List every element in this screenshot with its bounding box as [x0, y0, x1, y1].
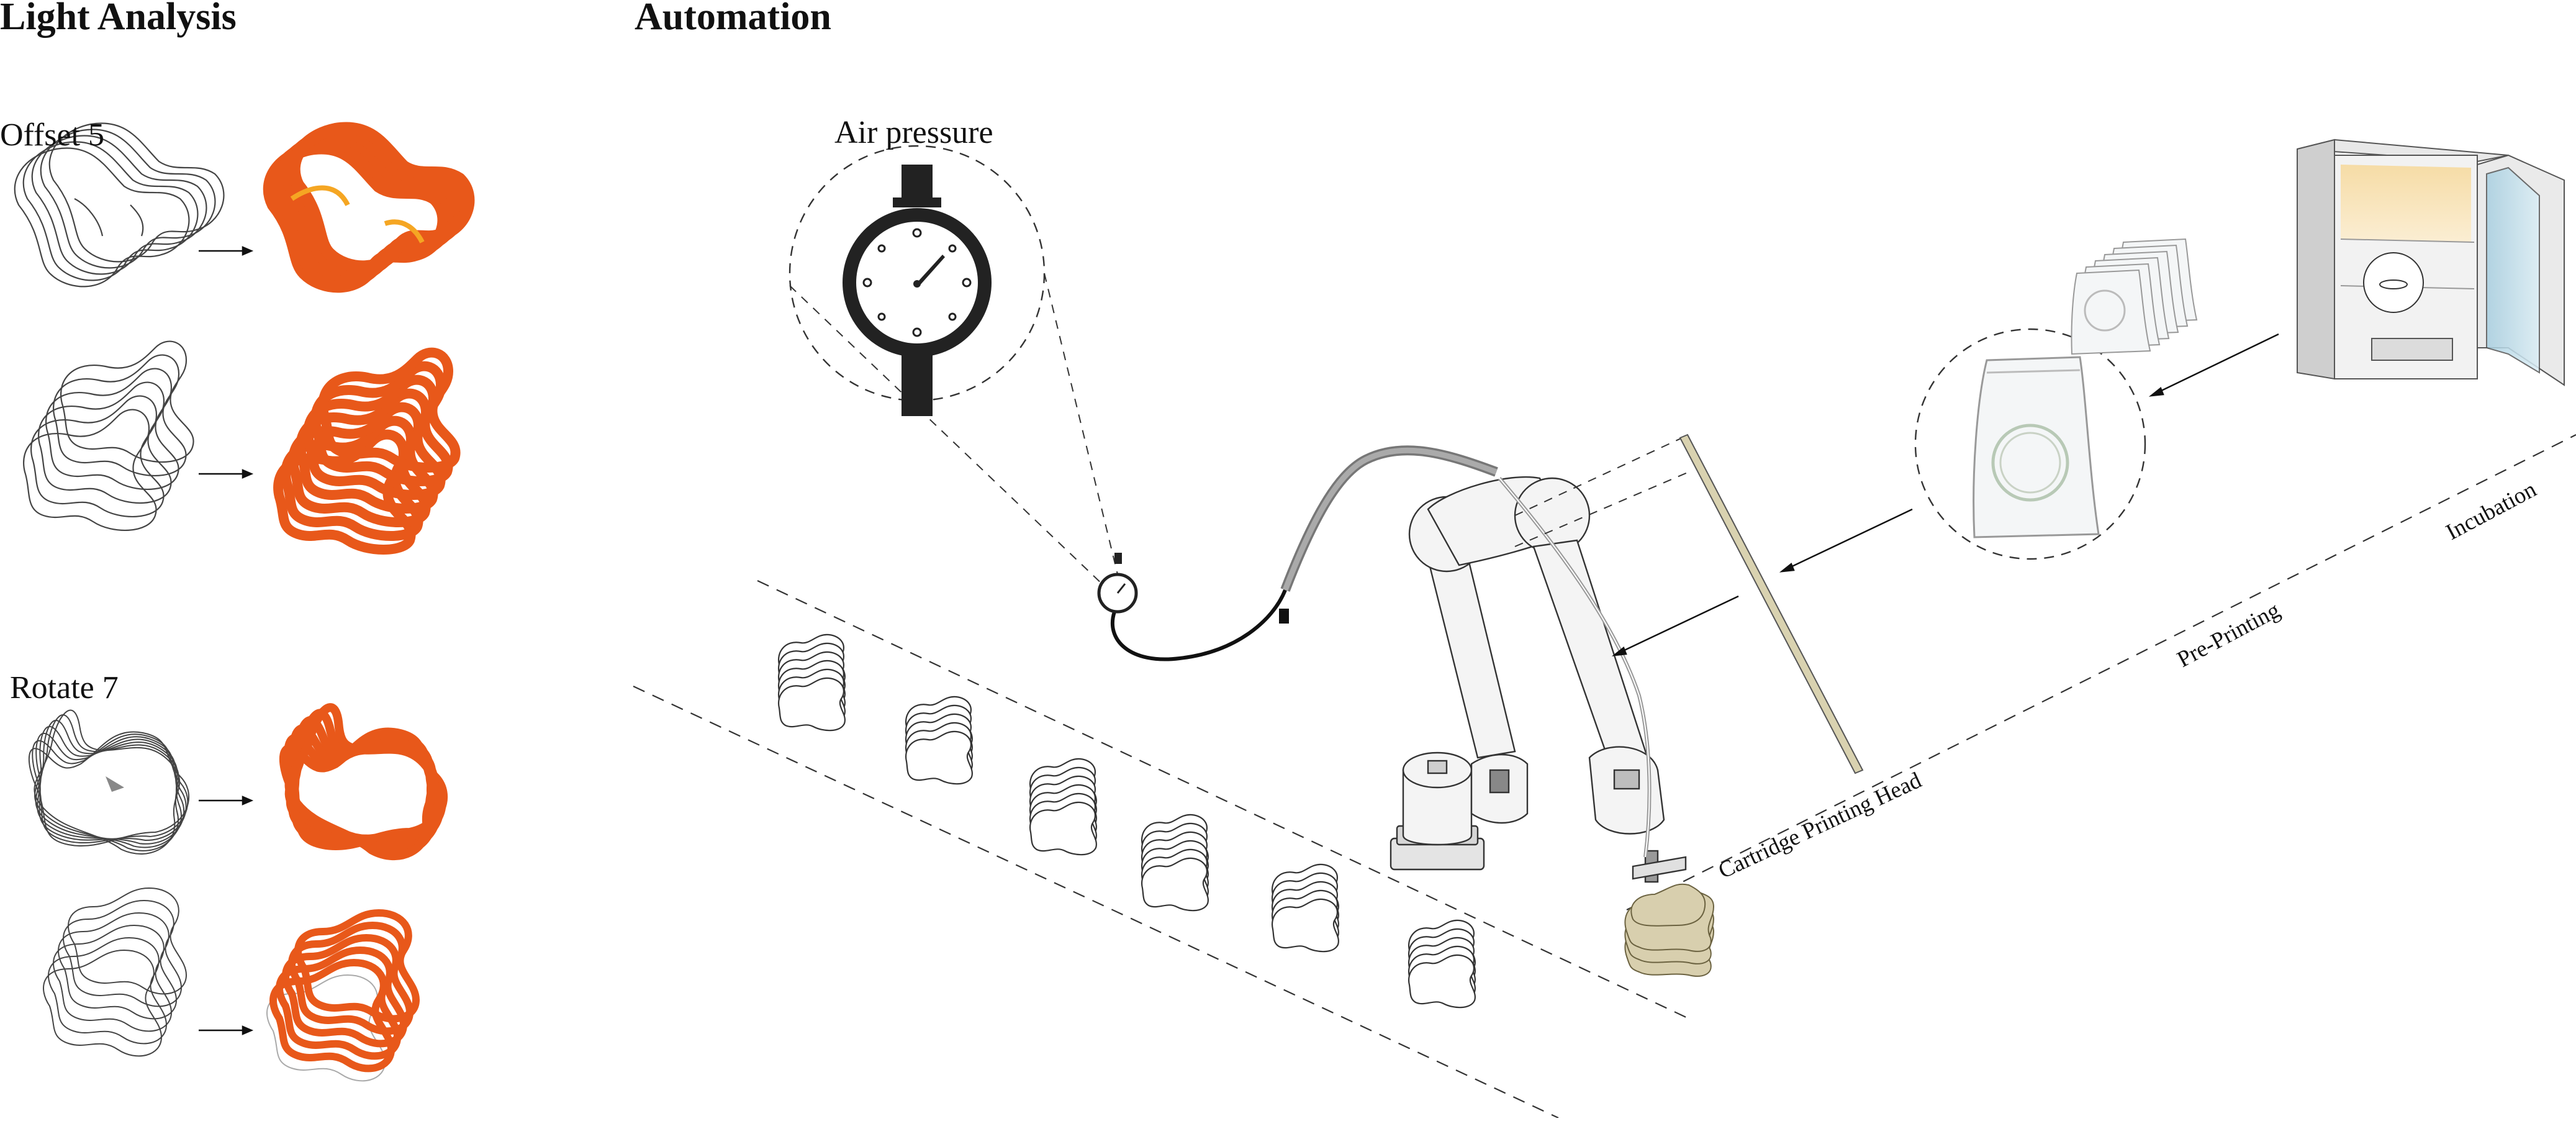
robot-cable-inner	[1499, 478, 1650, 858]
rotate-7-analysis-stack-2	[266, 913, 416, 1082]
arrow-rotate-7-a	[199, 796, 254, 806]
conveyor-dashed-lines	[633, 434, 2576, 1119]
gantry-rail	[1679, 433, 1864, 774]
print-in-progress	[1624, 883, 1715, 977]
label-rotate-7: Rotate 7	[10, 670, 119, 706]
heading-light-analysis: Light Analysis	[0, 0, 237, 38]
rotate-7-line-stack	[11, 693, 209, 881]
label-cartridge-printing-head: Cartridge Printing Head	[1714, 768, 1925, 884]
heading-automation: Automation	[635, 0, 831, 38]
label-air-pressure: Air pressure	[834, 115, 993, 150]
arrow-rotate-7-b	[199, 1025, 254, 1035]
inline-gauge-and-hose	[1097, 445, 1498, 661]
arrow-offset-5-a	[199, 246, 254, 256]
offset-5-line-stack-2	[23, 340, 194, 531]
bag-magnifier	[1914, 328, 2146, 560]
rotate-7-line-stack-2	[43, 887, 187, 1057]
printed-stacks	[777, 633, 1476, 1009]
air-pressure-gauge	[789, 145, 1121, 588]
label-pre-printing: Pre-Printing	[2173, 597, 2284, 673]
incubator	[2297, 138, 2565, 386]
offset-5-analysis-stack-2	[273, 353, 456, 555]
label-offset-5: Offset 5	[0, 117, 105, 153]
bag-stack	[2071, 238, 2198, 355]
arrow-offset-5-b	[199, 469, 254, 479]
rotate-7-analysis-stack	[266, 692, 462, 882]
offset-5-analysis-stack	[263, 128, 469, 293]
flow-arrows	[1611, 333, 2279, 656]
offset-5-line-stack	[14, 122, 225, 288]
robot-arm	[1390, 476, 1687, 883]
label-incubation: Incubation	[2442, 476, 2541, 545]
